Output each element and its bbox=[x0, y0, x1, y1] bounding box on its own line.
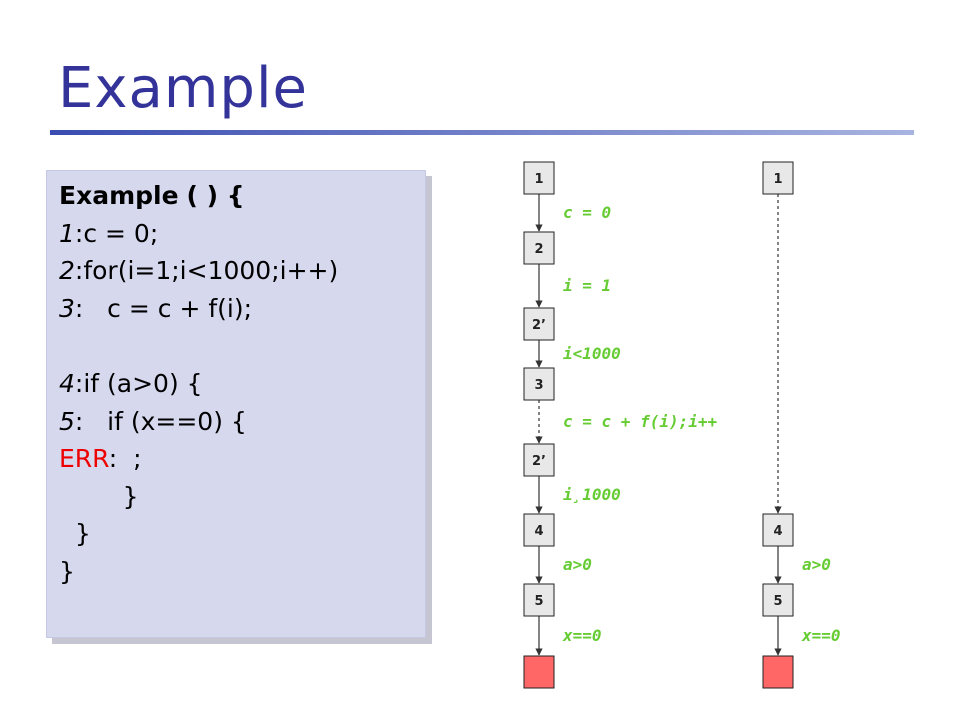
edge-label: i = 1 bbox=[563, 276, 611, 295]
edge-label: i<1000 bbox=[563, 344, 621, 363]
code-text: :for(i=1;i<1000;i++) bbox=[74, 256, 339, 286]
node-label: 3 bbox=[534, 378, 543, 393]
code-line-1: 1:c = 0; bbox=[59, 215, 425, 253]
code-line-5: 4:if (a>0) { bbox=[59, 365, 425, 403]
code-line-2: 2:for(i=1;i<1000;i++) bbox=[59, 252, 425, 290]
code-line-10: } bbox=[59, 553, 425, 591]
code-text: : c = c + f(i); bbox=[74, 293, 253, 323]
error-label: ERR bbox=[59, 444, 109, 474]
code-keyword: Example bbox=[59, 181, 179, 210]
title-underline bbox=[50, 130, 914, 135]
code-line-6: 5: if (x==0) { bbox=[59, 403, 425, 441]
code-text: :if (a>0) { bbox=[74, 368, 203, 398]
line-number: 5 bbox=[59, 406, 75, 436]
code-listing: Example ( ) { 1:c = 0; 2:for(i=1;i<1000;… bbox=[46, 170, 426, 638]
code-text: } bbox=[59, 519, 91, 549]
node-label: 2’ bbox=[532, 318, 546, 333]
error-node bbox=[523, 655, 555, 689]
line-number: 3 bbox=[59, 293, 75, 323]
path-node bbox=[523, 513, 555, 547]
code-line-7: ERR: ; bbox=[59, 440, 425, 478]
node-label: 1 bbox=[534, 172, 543, 187]
path-node bbox=[762, 583, 794, 617]
code-line-0: Example ( ) { bbox=[59, 177, 425, 215]
path-node bbox=[523, 583, 555, 617]
line-number: 1 bbox=[59, 218, 75, 248]
code-text: } bbox=[59, 556, 75, 586]
path-node bbox=[762, 513, 794, 547]
node-label: 4 bbox=[773, 524, 782, 539]
code-line-9: } bbox=[59, 515, 425, 553]
node-label: 1 bbox=[773, 172, 782, 187]
path-node bbox=[523, 231, 555, 265]
path-node bbox=[523, 161, 555, 195]
line-number: 4 bbox=[59, 368, 75, 398]
edge-label: i¸1000 bbox=[563, 485, 621, 504]
node-label: 5 bbox=[773, 594, 782, 609]
path-node bbox=[523, 367, 555, 401]
edge-label: a>0 bbox=[802, 555, 831, 574]
error-node bbox=[762, 655, 794, 689]
code-line-8: } bbox=[59, 478, 425, 516]
edge-label: x==0 bbox=[562, 626, 602, 645]
path-node bbox=[523, 307, 555, 341]
node-label: 2 bbox=[534, 242, 543, 257]
code-text: :c = 0; bbox=[74, 218, 159, 248]
code-text: } bbox=[59, 481, 139, 511]
code-text: : if (x==0) { bbox=[74, 406, 247, 436]
path-node bbox=[523, 443, 555, 477]
node-label: 5 bbox=[534, 594, 543, 609]
code-text: ( ) { bbox=[186, 181, 245, 210]
code-line-3: 3: c = c + f(i); bbox=[59, 290, 425, 328]
edge-label: x==0 bbox=[801, 626, 841, 645]
edge-label: c = 0 bbox=[563, 203, 611, 222]
line-number: 2 bbox=[59, 256, 75, 286]
node-label: 2’ bbox=[532, 454, 546, 469]
code-text: : ; bbox=[108, 444, 142, 474]
edge-label: c = c + f(i);i++ bbox=[563, 412, 717, 431]
node-label: 4 bbox=[534, 524, 543, 539]
edge-label: a>0 bbox=[563, 555, 592, 574]
slide-title: Example bbox=[58, 56, 308, 121]
path-node bbox=[762, 161, 794, 195]
